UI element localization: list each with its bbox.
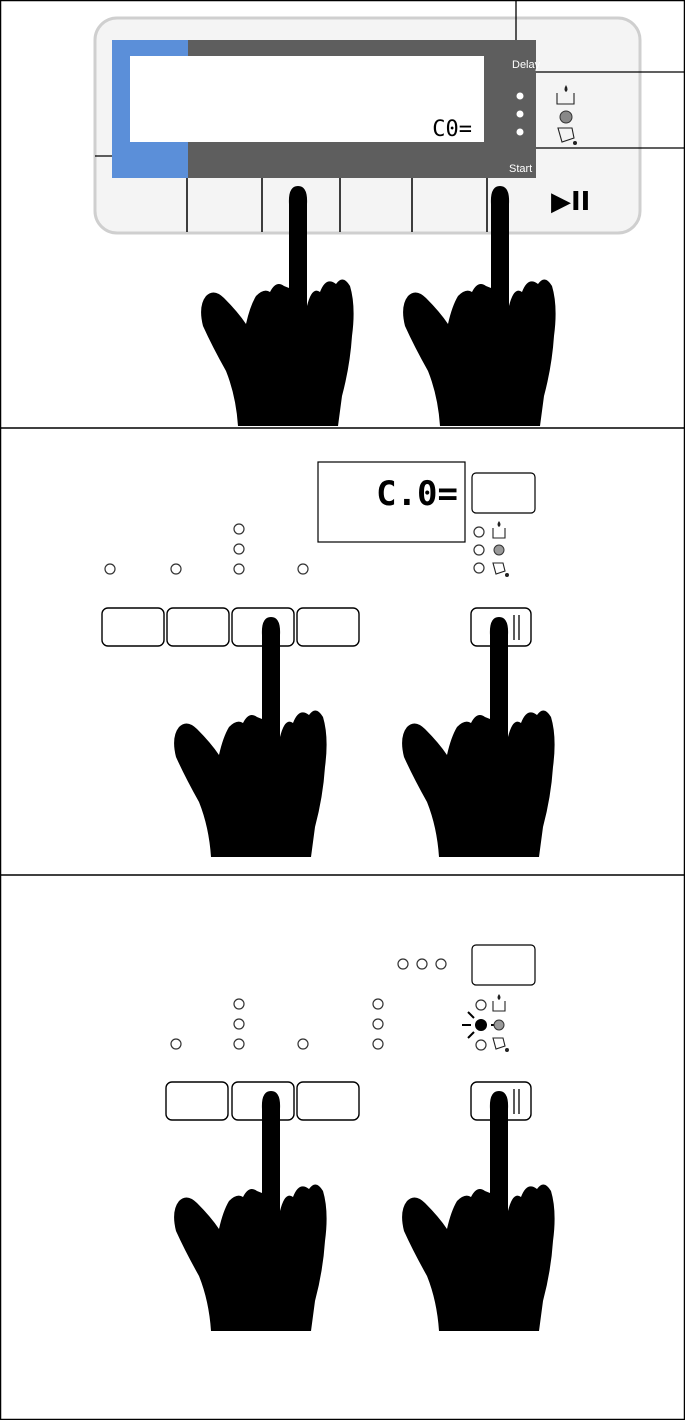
indicator-led-3 [516, 128, 524, 136]
display-code: C.0= [376, 474, 458, 514]
indicator-led [473, 526, 485, 538]
rinse-aid-icon [492, 521, 506, 539]
program-button[interactable] [101, 607, 165, 647]
program-led [233, 1038, 245, 1050]
panel-1: C0= Delay Start ▶I [93, 0, 685, 427]
right-hand [401, 1090, 556, 1332]
lcd-code: C0= [432, 117, 472, 142]
salt-icon [493, 544, 505, 556]
button-separators [186, 178, 488, 232]
detergent-icon [492, 1037, 509, 1052]
delay-label: Delay [512, 59, 541, 71]
display-window [317, 461, 466, 543]
status-led [397, 958, 409, 970]
program-led [297, 563, 309, 575]
status-led [416, 958, 428, 970]
indicator-led [475, 999, 487, 1011]
program-led [104, 563, 116, 575]
program-led [170, 1038, 182, 1050]
small-display [471, 944, 536, 986]
program-button[interactable] [165, 1081, 229, 1121]
indicator-led [473, 562, 485, 574]
indicator-led [475, 1039, 487, 1051]
program-led [233, 523, 245, 535]
indicator-led-2 [516, 110, 524, 118]
lcd-screen [130, 56, 484, 142]
status-led [435, 958, 447, 970]
program-led [170, 563, 182, 575]
program-led [297, 1038, 309, 1050]
blinking-indicator-led [475, 1019, 487, 1031]
panel-3 [165, 944, 556, 1332]
play-pause-icon [513, 1089, 520, 1114]
detergent-icon [492, 562, 509, 577]
indicator-led-1 [516, 92, 524, 100]
play-pause-button[interactable]: ▶II [551, 187, 590, 217]
salt-icon [559, 110, 573, 124]
indicator-led [473, 544, 485, 556]
start-label: Start [509, 163, 532, 175]
program-led [372, 1018, 384, 1030]
panel-2: C.0= [101, 461, 556, 858]
salt-icon [493, 1019, 505, 1031]
program-button[interactable] [166, 607, 230, 647]
right-hand [401, 616, 556, 858]
program-button[interactable] [296, 1081, 360, 1121]
program-led [372, 998, 384, 1010]
program-button[interactable] [296, 607, 360, 647]
rinse-aid-icon [556, 85, 575, 105]
rinse-aid-icon [492, 994, 506, 1012]
left-hand [173, 1090, 328, 1332]
detergent-icon [557, 127, 577, 145]
left-hand [173, 616, 328, 858]
program-led [233, 563, 245, 575]
program-led [372, 1038, 384, 1050]
play-pause-icon [513, 615, 520, 640]
small-display [471, 472, 536, 514]
program-led [233, 543, 245, 555]
program-led [233, 1018, 245, 1030]
program-led [233, 998, 245, 1010]
